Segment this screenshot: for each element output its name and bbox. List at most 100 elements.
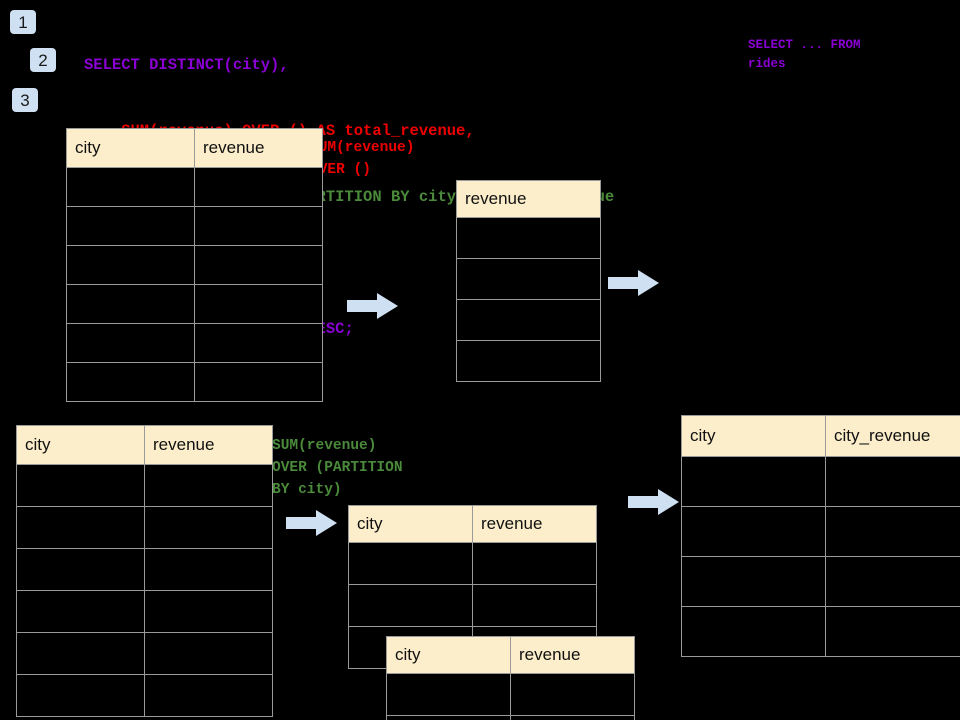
table-cell <box>16 590 145 633</box>
table-body <box>456 217 601 382</box>
table-row <box>16 548 273 591</box>
table-partition-front: city revenue <box>386 636 635 720</box>
column-header-revenue: revenue <box>510 636 635 674</box>
table-cell <box>144 506 273 549</box>
annotation-city-revenue: SUM(revenue) OVER (PARTITION BY city) <box>272 438 403 498</box>
table-header-row: city revenue <box>16 425 273 465</box>
table-cell <box>386 673 511 716</box>
table-cell <box>348 542 473 585</box>
table-body <box>681 456 960 657</box>
step-badge-2: 2 <box>30 48 56 72</box>
table-cell <box>681 606 826 657</box>
table-cell <box>144 464 273 507</box>
table-cell <box>681 456 826 507</box>
table-row <box>681 456 960 507</box>
table-cell <box>456 340 601 382</box>
table-cell <box>472 584 597 627</box>
table-row <box>456 258 601 300</box>
table-row <box>681 506 960 557</box>
arrow-right-icon-bottom-1 <box>286 508 338 538</box>
table-cell <box>144 548 273 591</box>
column-header-revenue: revenue <box>472 505 597 543</box>
column-header-city: city <box>386 636 511 674</box>
table-row <box>16 590 273 633</box>
table-row <box>348 584 597 627</box>
table-cell <box>681 506 826 557</box>
table-cell <box>194 284 323 324</box>
table-cell <box>472 542 597 585</box>
arrow-right-icon-bottom-2 <box>628 487 680 517</box>
column-header-revenue: revenue <box>144 425 273 465</box>
table-cell <box>194 245 323 285</box>
column-header-city-revenue: city_revenue <box>825 415 960 457</box>
table-header-row: city revenue <box>386 636 635 674</box>
table-cell <box>510 715 635 720</box>
table-cell <box>194 362 323 402</box>
table-header-row: revenue <box>456 180 601 218</box>
table-cell <box>194 167 323 207</box>
table-header-row: city city_revenue <box>681 415 960 457</box>
table-row <box>66 245 323 285</box>
table-cell <box>66 206 195 246</box>
table-cell <box>456 258 601 300</box>
table-cell <box>16 506 145 549</box>
table-row <box>456 299 601 341</box>
table-cell <box>144 632 273 675</box>
arrow-right-icon-top-2 <box>608 268 660 298</box>
table-row <box>66 206 323 246</box>
table-row <box>16 506 273 549</box>
table-row <box>681 556 960 607</box>
table-cell <box>66 284 195 324</box>
column-header-city: city <box>66 128 195 168</box>
table-row <box>16 464 273 507</box>
table-total-revenue: revenue <box>456 180 601 382</box>
table-row <box>386 673 635 716</box>
step-badge-3: 3 <box>12 88 38 112</box>
column-header-revenue: revenue <box>194 128 323 168</box>
table-cell <box>16 674 145 717</box>
table-cell <box>66 323 195 363</box>
table-row <box>16 674 273 717</box>
table-cell <box>144 590 273 633</box>
table-cell <box>456 217 601 259</box>
table-row <box>16 632 273 675</box>
sql-line-select: SELECT DISTINCT(city), <box>84 56 289 74</box>
table-cell <box>144 674 273 717</box>
table-cell <box>66 245 195 285</box>
table-row <box>386 715 635 720</box>
table-header-row: city revenue <box>348 505 597 543</box>
table-row <box>66 167 323 207</box>
table-body <box>16 464 273 717</box>
table-partition-back: city revenue <box>348 505 597 669</box>
table-row <box>66 284 323 324</box>
table-cell <box>510 673 635 716</box>
table-cell <box>681 556 826 607</box>
sql-side-note: SELECT ... FROM rides <box>748 38 861 71</box>
table-cell <box>16 464 145 507</box>
table-cell <box>825 506 960 557</box>
table-row <box>681 606 960 657</box>
column-header-revenue: revenue <box>456 180 601 218</box>
table-header-row: city revenue <box>66 128 323 168</box>
table-cell <box>825 556 960 607</box>
table-cell <box>16 632 145 675</box>
annotation-total-revenue: SUM(revenue) OVER () <box>310 140 415 178</box>
table-row <box>66 362 323 402</box>
table-row <box>66 323 323 363</box>
column-header-city: city <box>16 425 145 465</box>
table-source-bottom: city revenue <box>16 425 273 717</box>
table-cell <box>825 606 960 657</box>
table-cell <box>825 456 960 507</box>
table-body <box>386 673 635 720</box>
column-header-city: city <box>348 505 473 543</box>
table-cell <box>348 584 473 627</box>
table-cell <box>66 362 195 402</box>
table-row <box>456 217 601 259</box>
table-row <box>456 340 601 382</box>
table-cell <box>194 206 323 246</box>
table-cell <box>194 323 323 363</box>
table-row <box>348 542 597 585</box>
arrow-right-icon-top-1 <box>347 291 399 321</box>
table-cell <box>456 299 601 341</box>
